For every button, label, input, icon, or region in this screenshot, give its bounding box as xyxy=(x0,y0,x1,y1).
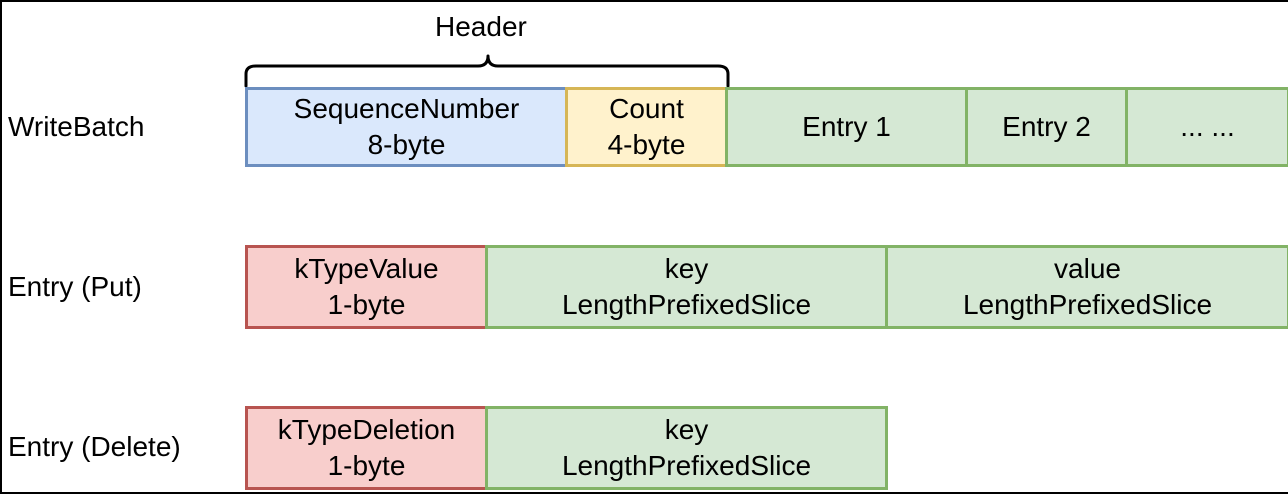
entry-2-cell: Entry 2 xyxy=(965,87,1128,167)
put-type-size: 1-byte xyxy=(327,289,406,320)
writebatch-label: WriteBatch xyxy=(8,111,145,142)
sequence-number-cell: SequenceNumber 8-byte xyxy=(245,87,568,167)
delete-type-name: kTypeDeletion xyxy=(277,414,456,445)
put-value-cell: value LengthPrefixedSlice xyxy=(885,245,1288,329)
count-cell: Count 4-byte xyxy=(565,87,728,167)
put-type-name: kTypeValue xyxy=(294,253,439,284)
put-type-cell: kTypeValue 1-byte xyxy=(245,245,488,329)
count-name: Count xyxy=(609,93,684,124)
entry-2-label: Entry 2 xyxy=(1002,111,1091,142)
delete-type-size: 1-byte xyxy=(327,450,406,481)
more-entries-cell: ... ... xyxy=(1125,87,1288,167)
entry-1-label: Entry 1 xyxy=(802,111,891,142)
more-entries-label: ... ... xyxy=(1180,111,1235,142)
put-key-cell: key LengthPrefixedSlice xyxy=(485,245,888,329)
entry-put-label: Entry (Put) xyxy=(8,271,142,302)
delete-key-name: key xyxy=(664,414,709,445)
put-value-type: LengthPrefixedSlice xyxy=(962,289,1213,320)
header-label: Header xyxy=(435,11,527,42)
delete-key-type: LengthPrefixedSlice xyxy=(561,450,812,481)
put-key-name: key xyxy=(664,253,709,284)
put-key-type: LengthPrefixedSlice xyxy=(561,289,812,320)
entry-1-cell: Entry 1 xyxy=(725,87,968,167)
delete-type-cell: kTypeDeletion 1-byte xyxy=(245,406,488,490)
delete-key-cell: key LengthPrefixedSlice xyxy=(485,406,888,490)
count-size: 4-byte xyxy=(607,129,686,160)
sequence-number-name: SequenceNumber xyxy=(293,93,520,124)
sequence-number-size: 8-byte xyxy=(367,129,446,160)
put-value-name: value xyxy=(1054,253,1121,284)
entry-delete-label: Entry (Delete) xyxy=(8,431,181,462)
